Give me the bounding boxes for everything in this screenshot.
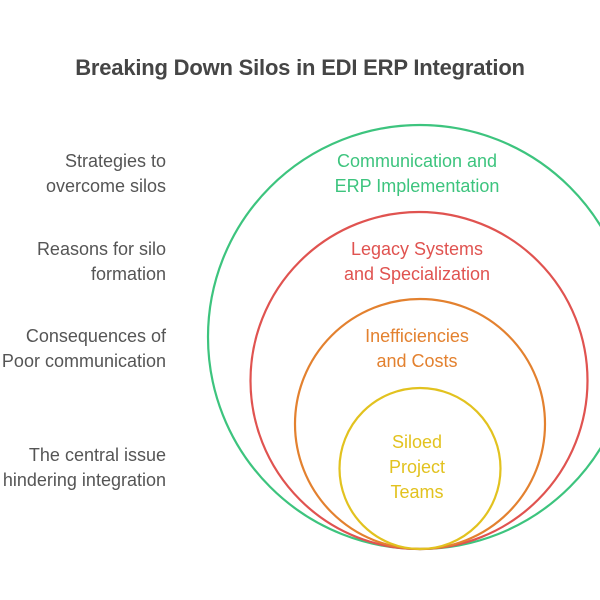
diagram-title: Breaking Down Silos in EDI ERP Integrati…	[75, 55, 525, 80]
description-second-line-1: Reasons for silo	[36, 239, 166, 259]
label-core-line-3: Teams	[390, 482, 444, 502]
description-core-line-2: hindering integration	[2, 470, 166, 490]
label-second: Legacy Systems and Specialization	[297, 237, 537, 287]
description-outer: Strategies to overcome silos	[0, 149, 166, 199]
description-outer-line-2: overcome silos	[45, 176, 166, 196]
label-third-line-2: and Costs	[376, 351, 458, 371]
label-core-line-1: Siloed	[391, 432, 443, 452]
label-outer-line-2: ERP Implementation	[334, 176, 500, 196]
description-second: Reasons for silo formation	[0, 237, 166, 287]
circle-core	[338, 386, 502, 551]
label-second-line-2: and Specialization	[343, 264, 491, 284]
description-third: Consequences of Poor communication	[0, 324, 166, 374]
label-outer-line-1: Communication and	[336, 151, 498, 171]
label-outer: Communication and ERP Implementation	[297, 149, 537, 199]
description-outer-line-1: Strategies to	[64, 151, 166, 171]
description-third-line-1: Consequences of	[25, 326, 166, 346]
label-third-line-1: Inefficiencies	[365, 326, 469, 346]
description-core: The central issue hindering integration	[0, 443, 166, 493]
description-third-line-2: Poor communication	[1, 351, 166, 371]
label-third: Inefficiencies and Costs	[297, 324, 537, 374]
label-second-line-1: Legacy Systems	[350, 239, 484, 259]
description-second-line-2: formation	[90, 264, 166, 284]
label-core-line-2: Project	[388, 457, 446, 477]
label-core: Siloed Project Teams	[297, 430, 537, 505]
description-core-line-1: The central issue	[28, 445, 166, 465]
